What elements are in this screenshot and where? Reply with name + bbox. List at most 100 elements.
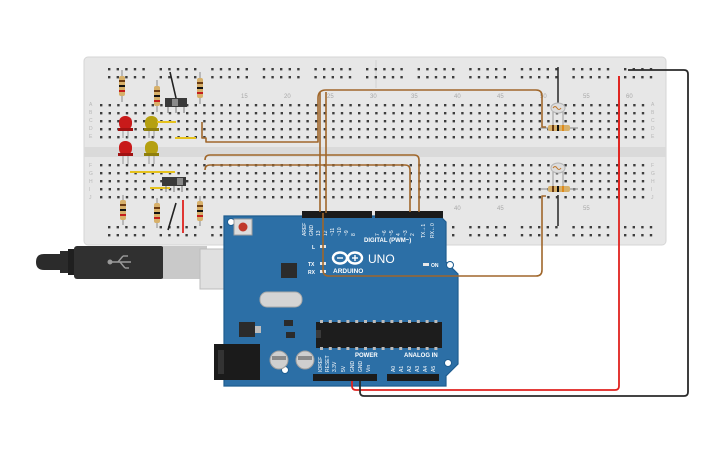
- breadboard-hole[interactable]: [581, 128, 584, 131]
- breadboard-hole[interactable]: [211, 226, 214, 229]
- breadboard-hole[interactable]: [590, 128, 593, 131]
- breadboard-hole[interactable]: [237, 180, 240, 183]
- breadboard-hole[interactable]: [426, 120, 430, 123]
- breadboard-hole[interactable]: [331, 76, 334, 79]
- breadboard-hole[interactable]: [581, 188, 584, 191]
- breadboard-hole[interactable]: [616, 120, 619, 123]
- breadboard-hole[interactable]: [211, 104, 215, 107]
- resistor[interactable]: [197, 72, 203, 104]
- breadboard-hole[interactable]: [194, 196, 197, 199]
- breadboard-hole[interactable]: [487, 180, 490, 183]
- breadboard-hole[interactable]: [409, 120, 412, 123]
- breadboard-hole[interactable]: [108, 104, 111, 107]
- breadboard-hole[interactable]: [452, 234, 455, 237]
- breadboard-hole[interactable]: [495, 196, 498, 199]
- breadboard-hole[interactable]: [237, 120, 240, 123]
- breadboard-hole[interactable]: [186, 180, 189, 183]
- breadboard-hole[interactable]: [530, 188, 533, 191]
- breadboard-hole[interactable]: [108, 172, 111, 175]
- breadboard-hole[interactable]: [323, 188, 326, 191]
- breadboard-hole[interactable]: [186, 196, 189, 199]
- breadboard-hole[interactable]: [160, 172, 163, 175]
- breadboard-hole[interactable]: [598, 76, 601, 79]
- breadboard-hole[interactable]: [607, 196, 610, 199]
- breadboard-hole[interactable]: [237, 196, 240, 199]
- breadboard-hole[interactable]: [375, 120, 378, 123]
- breadboard-hole[interactable]: [315, 196, 318, 199]
- breadboard-hole[interactable]: [598, 136, 602, 139]
- breadboard-hole[interactable]: [495, 172, 498, 175]
- breadboard-hole[interactable]: [573, 120, 576, 123]
- breadboard-hole[interactable]: [452, 226, 455, 229]
- breadboard-hole[interactable]: [332, 112, 335, 115]
- breadboard-hole[interactable]: [117, 104, 120, 107]
- breadboard-hole[interactable]: [478, 188, 481, 191]
- breadboard-hole[interactable]: [263, 120, 266, 123]
- breadboard-hole[interactable]: [547, 112, 550, 115]
- breadboard-hole[interactable]: [624, 68, 627, 71]
- breadboard-hole[interactable]: [590, 164, 593, 167]
- breadboard-hole[interactable]: [143, 180, 146, 183]
- breadboard-hole[interactable]: [452, 180, 455, 183]
- breadboard-hole[interactable]: [272, 136, 275, 139]
- breadboard-hole[interactable]: [589, 226, 592, 229]
- breadboard-hole[interactable]: [383, 128, 387, 131]
- photoresistor-bottom[interactable]: [550, 162, 566, 186]
- breadboard-hole[interactable]: [444, 164, 447, 167]
- breadboard-hole[interactable]: [315, 104, 318, 107]
- breadboard-hole[interactable]: [495, 68, 498, 71]
- breadboard-hole[interactable]: [495, 104, 498, 107]
- breadboard-hole[interactable]: [616, 188, 619, 191]
- breadboard-hole[interactable]: [529, 76, 532, 79]
- breadboard-hole[interactable]: [203, 120, 206, 123]
- resistor[interactable]: [154, 198, 160, 228]
- breadboard-hole[interactable]: [581, 226, 584, 229]
- breadboard-hole[interactable]: [512, 180, 516, 183]
- breadboard-hole[interactable]: [477, 226, 481, 229]
- breadboard-hole[interactable]: [512, 164, 516, 167]
- breadboard-hole[interactable]: [564, 112, 567, 115]
- breadboard-hole[interactable]: [297, 180, 301, 183]
- breadboard-hole[interactable]: [211, 234, 214, 237]
- breadboard-hole[interactable]: [504, 136, 507, 139]
- breadboard-hole[interactable]: [297, 128, 301, 131]
- breadboard-hole[interactable]: [133, 226, 137, 229]
- breadboard-hole[interactable]: [280, 196, 283, 199]
- breadboard-hole[interactable]: [160, 196, 163, 199]
- breadboard-hole[interactable]: [246, 104, 249, 107]
- breadboard-hole[interactable]: [401, 128, 404, 131]
- breadboard-hole[interactable]: [383, 172, 387, 175]
- breadboard-hole[interactable]: [606, 226, 610, 229]
- breadboard-hole[interactable]: [280, 76, 283, 79]
- breadboard-hole[interactable]: [245, 68, 248, 71]
- breadboard-hole[interactable]: [624, 104, 627, 107]
- breadboard-hole[interactable]: [349, 172, 352, 175]
- breadboard-hole[interactable]: [143, 196, 146, 199]
- breadboard-hole[interactable]: [211, 128, 215, 131]
- breadboard-hole[interactable]: [495, 112, 498, 115]
- breadboard-hole[interactable]: [633, 164, 636, 167]
- breadboard-hole[interactable]: [229, 112, 232, 115]
- breadboard-hole[interactable]: [444, 120, 447, 123]
- breadboard-hole[interactable]: [624, 180, 627, 183]
- breadboard-hole[interactable]: [538, 128, 541, 131]
- breadboard-hole[interactable]: [624, 120, 627, 123]
- breadboard-hole[interactable]: [607, 164, 610, 167]
- breadboard-hole[interactable]: [186, 164, 189, 167]
- breadboard-hole[interactable]: [168, 136, 172, 139]
- breadboard-hole[interactable]: [143, 164, 146, 167]
- breadboard-hole[interactable]: [272, 104, 275, 107]
- breadboard-hole[interactable]: [469, 226, 472, 229]
- breadboard-hole[interactable]: [228, 68, 231, 71]
- breadboard-hole[interactable]: [530, 120, 533, 123]
- breadboard-hole[interactable]: [246, 188, 249, 191]
- breadboard-hole[interactable]: [400, 68, 403, 71]
- breadboard-hole[interactable]: [159, 234, 162, 237]
- breadboard-hole[interactable]: [280, 188, 283, 191]
- breadboard-hole[interactable]: [572, 226, 575, 229]
- breadboard-hole[interactable]: [616, 164, 619, 167]
- breadboard-hole[interactable]: [366, 120, 369, 123]
- breadboard-hole[interactable]: [366, 188, 369, 191]
- red-led[interactable]: [118, 141, 133, 164]
- breadboard-hole[interactable]: [186, 128, 189, 131]
